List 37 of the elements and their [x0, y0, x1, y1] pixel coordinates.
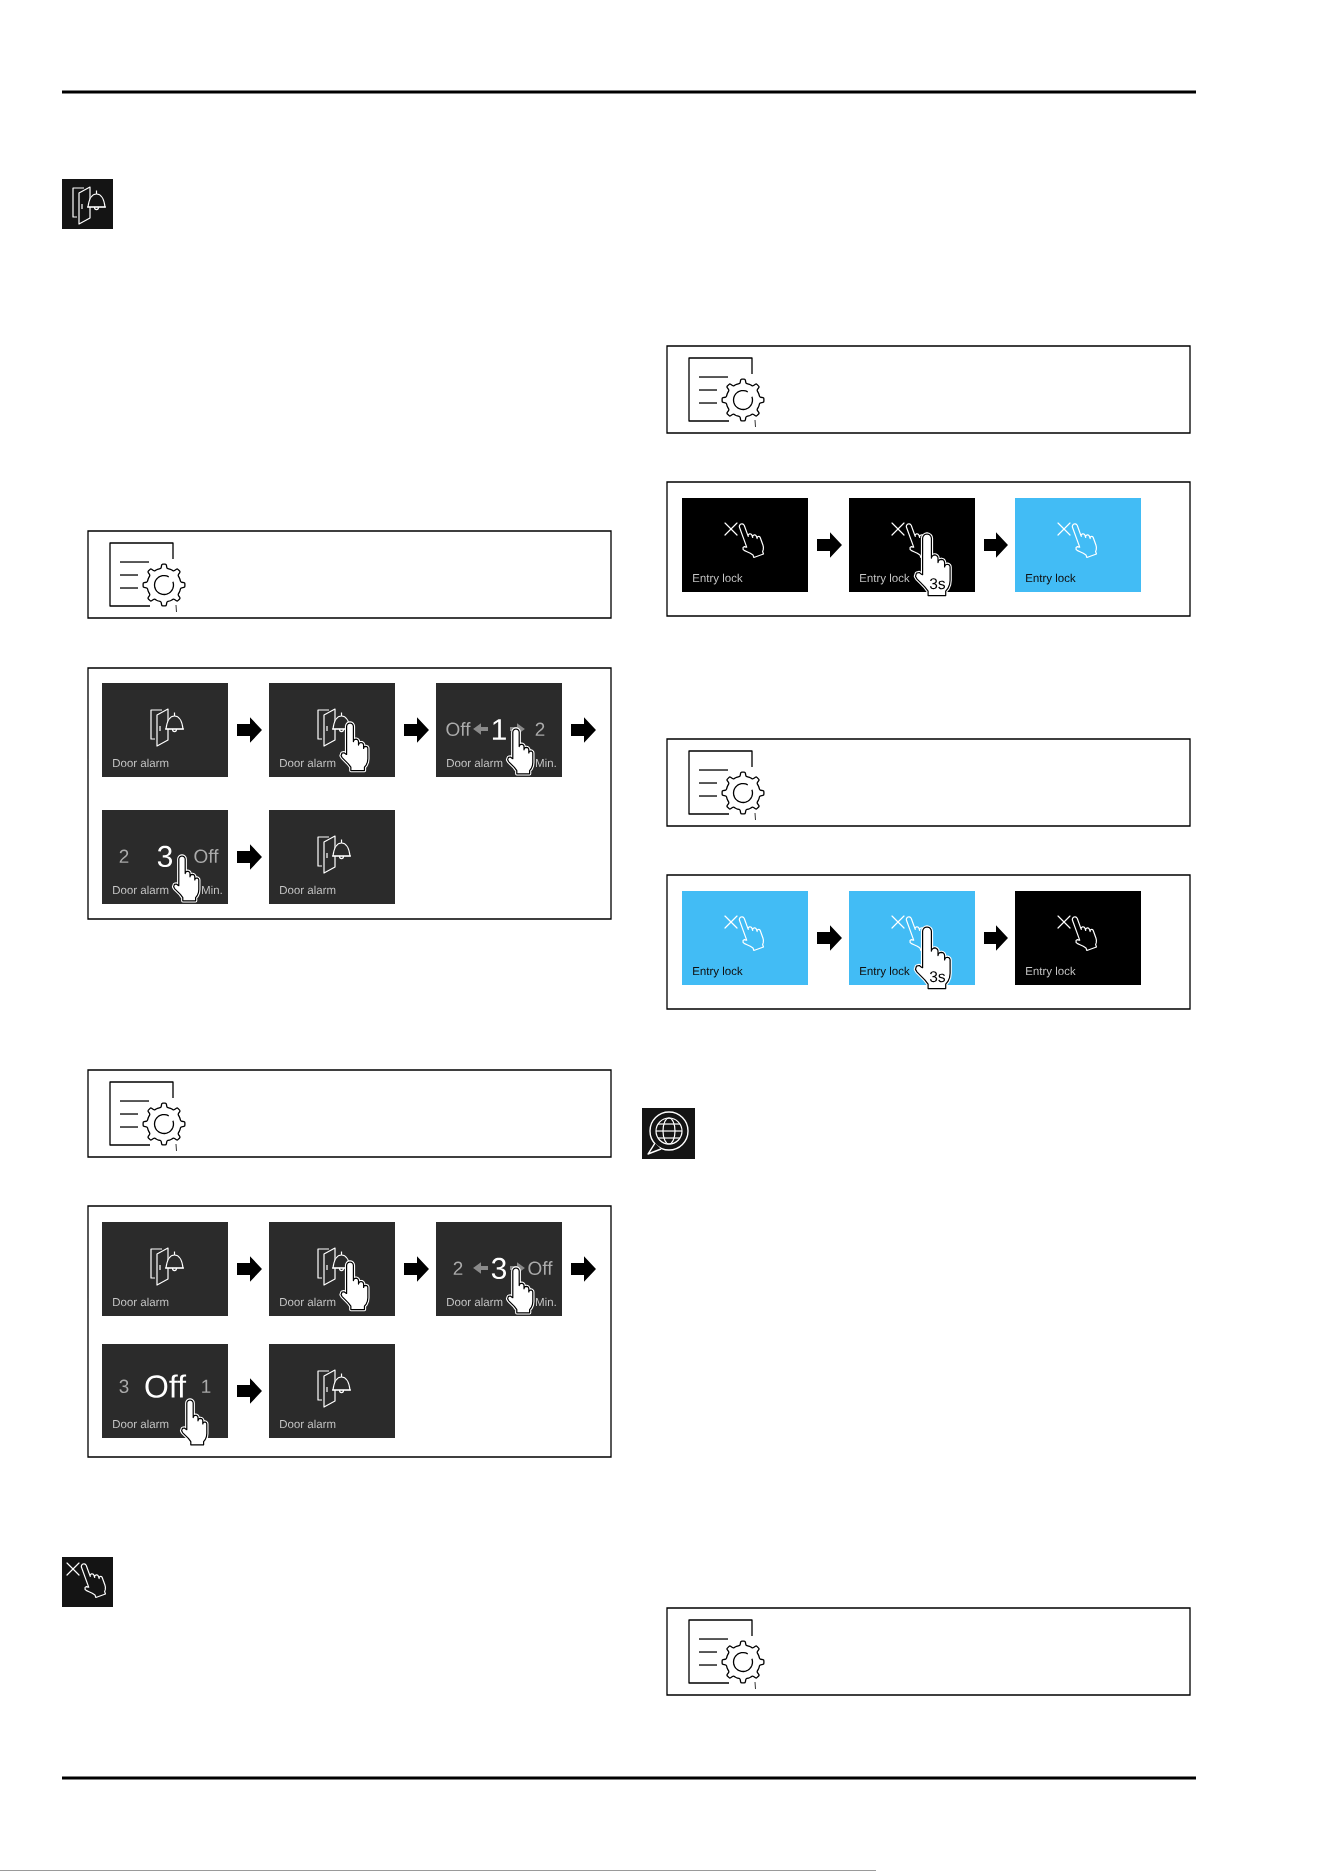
setting-value: 3 [157, 845, 173, 868]
setting-value: 3 [491, 1257, 507, 1280]
sequence-frame [666, 874, 1191, 1010]
setting-value: Off [528, 1261, 553, 1276]
screen-label: Door alarm [280, 758, 336, 768]
screen-label: Door alarm [113, 1297, 169, 1307]
screen-label: Door alarm [113, 758, 169, 768]
unit-label: Min. [536, 758, 556, 767]
setting-value: Off [446, 722, 471, 737]
duration-label: 3s [929, 578, 946, 590]
screen-label: Door alarm [280, 885, 336, 895]
screen-label: Entry lock [693, 966, 743, 978]
screen-label: Entry lock [860, 966, 910, 978]
sequence-frame [666, 481, 1191, 617]
sequence-frame [87, 667, 612, 920]
setting-value: 2 [453, 1261, 463, 1275]
setting-value: 1 [202, 1379, 211, 1393]
setting-value: 3 [119, 1379, 129, 1394]
setting-value: Off [194, 849, 219, 864]
setting-value: Off [145, 1374, 187, 1398]
unit-label: Min. [536, 1297, 556, 1306]
duration-label: 3s [929, 971, 946, 983]
screen-label: Door alarm [447, 758, 503, 768]
screen-label: Entry lock [860, 573, 910, 585]
unit-label: Min. [202, 885, 222, 894]
screen-label: Entry lock [1026, 573, 1076, 585]
screen-label: Door alarm [280, 1297, 336, 1307]
setting-value: 2 [535, 722, 545, 736]
setting-value: 1 [492, 719, 506, 740]
sequence-frame [87, 1205, 612, 1458]
screen-label: Door alarm [113, 885, 169, 895]
setting-value: 2 [119, 849, 129, 863]
screen-label: Entry lock [693, 573, 743, 585]
screen-label: Door alarm [113, 1419, 169, 1429]
screen-label: Entry lock [1026, 966, 1076, 978]
screen-label: Door alarm [280, 1419, 336, 1429]
screen-label: Door alarm [447, 1297, 503, 1307]
